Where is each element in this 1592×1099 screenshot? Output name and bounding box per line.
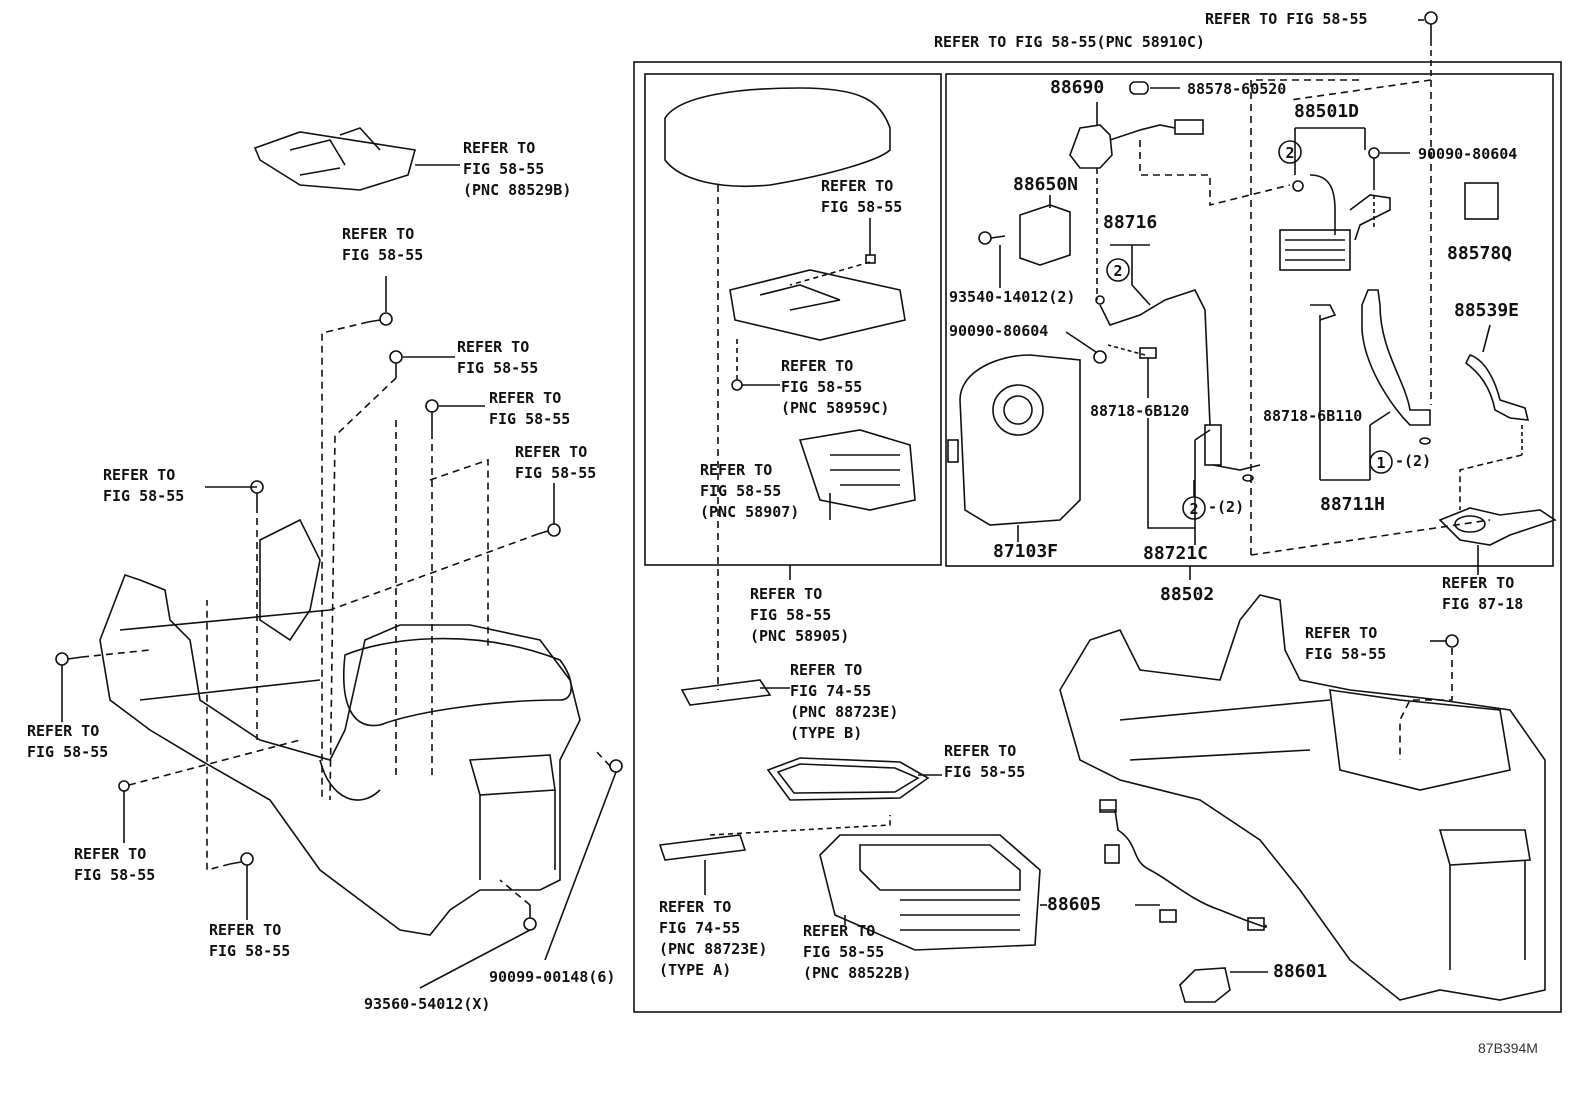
lid-lock-mechanism (798, 429, 916, 511)
console-bin (819, 834, 1041, 951)
label-ref-l9: REFER TO FIG 58-55 (1305, 624, 1387, 663)
label-top-refer: REFER TO FIG 58-55 (1205, 10, 1368, 28)
label-ref-58907: REFER TO FIG 58-55 (PNC 58907) (700, 461, 800, 521)
plug-88578-60520 (1129, 81, 1149, 95)
label-88721c: 88721C (1143, 543, 1209, 564)
label-93560-54012: 93560-54012(X) (364, 995, 491, 1013)
module-88650n (1019, 204, 1071, 266)
label-88718-6b110: 88718-6B110 (1263, 407, 1363, 425)
label-88605: 88605 (1047, 894, 1102, 915)
screw-l5 (537, 523, 561, 537)
label-ref-frame: REFER TO FIG 58-55 (944, 742, 1026, 781)
console-frame-ring (766, 757, 930, 801)
screw-l10 (523, 905, 537, 931)
circle-2-c-text: 2 (1189, 500, 1198, 518)
harness-88605 (1099, 799, 1267, 931)
duct-88539e (1464, 354, 1530, 421)
label-88601: 88601 (1273, 961, 1328, 982)
bolt-90090-b (1093, 350, 1107, 364)
label-ref-58905: REFER TO FIG 58-55 (PNC 58905) (750, 585, 850, 645)
circle-numbers: 2 2 1 2 (1113, 144, 1385, 518)
label-88690: 88690 (1050, 77, 1105, 98)
screw-l9 (609, 759, 623, 773)
screw-l6 (55, 652, 83, 666)
pad-88578q (1464, 182, 1499, 220)
label-88650n: 88650N (1013, 174, 1079, 195)
label-ref-58959c: REFER TO FIG 58-55 (PNC 58959C) (781, 357, 890, 417)
screw-l2 (389, 350, 403, 378)
label-ref-lid: REFER TO FIG 58-55 (821, 177, 903, 216)
label-ref-l8: REFER TO FIG 58-55 (209, 921, 291, 960)
connector-88690 (1069, 119, 1204, 169)
label-88502: 88502 (1160, 584, 1215, 605)
label-ref-l2: REFER TO FIG 58-55 (457, 338, 539, 377)
label-ref-l3: REFER TO FIG 58-55 (489, 389, 571, 428)
lid-hinge-plate (729, 269, 906, 341)
screw-l7 (118, 780, 130, 792)
pad-type-a (658, 834, 747, 861)
armrest-subframe (644, 73, 942, 566)
label-ref-l6: REFER TO FIG 58-55 (27, 722, 109, 761)
label-88716: 88716 (1103, 212, 1158, 233)
label-top-refer-pnc: REFER TO FIG 58-55(PNC 58910C) (934, 33, 1205, 51)
hose-88711h (1310, 289, 1431, 426)
screw-top-right (1424, 11, 1438, 40)
label-ref-88723e-b: REFER TO FIG 74-55 (PNC 88723E) (TYPE B) (790, 661, 899, 742)
label-88539e: 88539E (1454, 300, 1520, 321)
pad-type-b (680, 679, 772, 706)
label-2-2: -(2) (1208, 498, 1245, 516)
label-ref-88522b: REFER TO FIG 58-55 (PNC 88522B) (803, 922, 912, 982)
cooler-subframe (945, 73, 1554, 567)
label-88578q: 88578Q (1447, 243, 1513, 264)
label-1-2: -(2) (1395, 452, 1432, 470)
vent-duct-right (1438, 507, 1557, 546)
label-ref-88529b: REFER TO FIG 58-55 (PNC 88529B) (463, 139, 572, 199)
unit-88501d (1279, 174, 1391, 271)
screw-l3 (425, 399, 439, 432)
label-ref-88723e-a: REFER TO FIG 74-55 (PNC 88723E) (TYPE A) (659, 898, 768, 979)
callout-circle-2-a (1106, 258, 1130, 282)
label-90090-80604-b: 90090-80604 (949, 322, 1049, 340)
circle-2-b-text: 2 (1285, 144, 1294, 162)
screw-l1 (367, 312, 393, 326)
label-ref-87-18: REFER TO FIG 87-18 (1442, 574, 1524, 613)
label-87103f: 87103F (993, 541, 1059, 562)
label-88501d: 88501D (1294, 101, 1360, 122)
label-ref-l7: REFER TO FIG 58-55 (74, 845, 156, 884)
connector-88601 (1179, 967, 1231, 1003)
circle-1-text: 1 (1376, 454, 1385, 472)
diagram-id: 87B394M (1478, 1040, 1538, 1056)
screw-l8 (229, 852, 254, 866)
label-ref-l1: REFER TO FIG 58-55 (342, 225, 424, 264)
tray-88529b (253, 127, 417, 191)
label-93540-14012: 93540-14012(2) (949, 288, 1076, 306)
callout-circle-1 (1369, 450, 1393, 474)
label-90099-00148: 90099-00148(6) (489, 968, 616, 986)
tube-88716 (1099, 289, 1261, 471)
console-left (99, 518, 581, 936)
label-ref-l4: REFER TO FIG 58-55 (515, 443, 597, 482)
console-right (1059, 594, 1546, 1001)
bolt-90090-a (1368, 147, 1380, 190)
cooler-case-87103f (947, 354, 1081, 526)
label-90090-80604-a: 90090-80604 (1418, 145, 1518, 163)
assembly-frame (633, 61, 1562, 1013)
clip-88718-b120 (1139, 347, 1157, 359)
label-88578-60520: 88578-60520 (1187, 80, 1287, 98)
circle-2-a-text: 2 (1113, 262, 1122, 280)
armrest-lid (664, 87, 891, 188)
label-88718-6b120: 88718-6B120 (1090, 402, 1190, 420)
callout-circle-2-b (1278, 140, 1302, 164)
screw-l4 (250, 480, 264, 506)
bolt-93540 (978, 231, 1006, 245)
label-ref-l5: REFER TO FIG 58-55 (103, 466, 185, 505)
label-88711h: 88711H (1320, 494, 1386, 515)
